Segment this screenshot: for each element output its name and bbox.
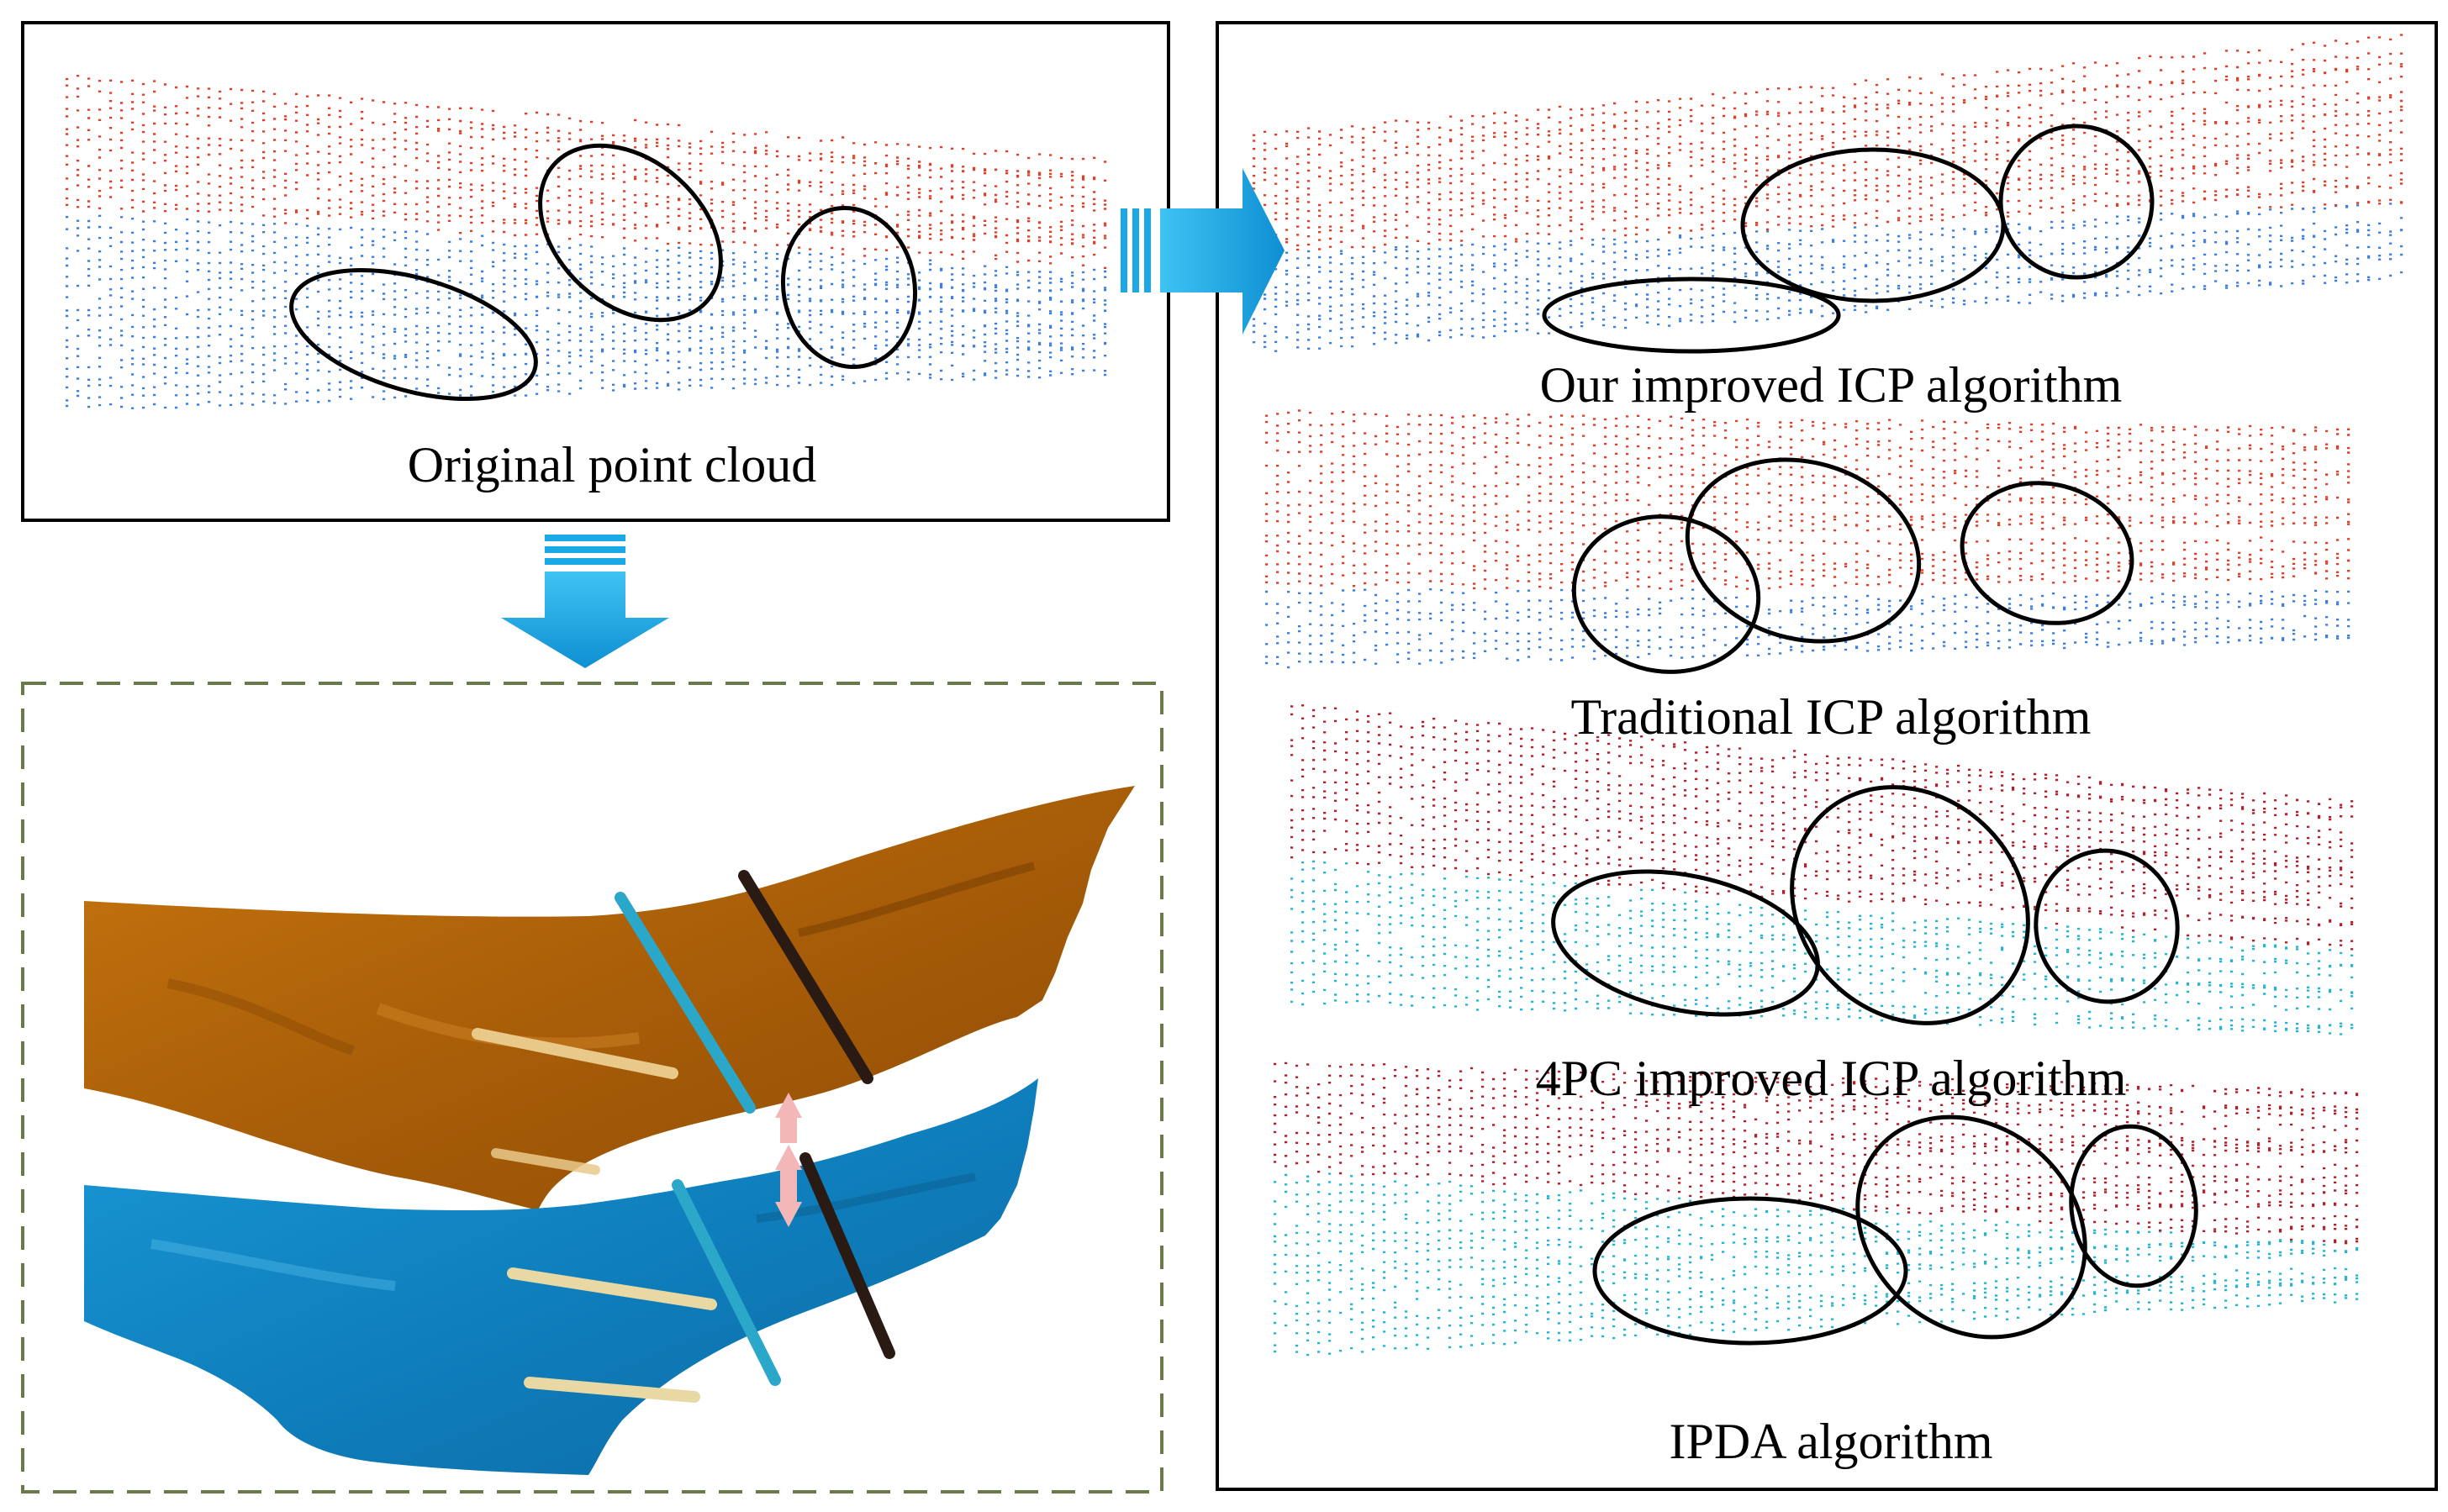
- ellipse-ipda-1: [1592, 1196, 1908, 1346]
- ellipse-markers: [289, 124, 2198, 1346]
- orange-surface-mesh: [84, 786, 1135, 1210]
- ellipse-original-3: [780, 205, 918, 370]
- cloud-ours: [1253, 34, 2403, 352]
- cloud-ours-source-points: [1253, 34, 2403, 254]
- cloud-original-target-points: [66, 214, 1107, 409]
- cloud-traditional-source-points: [1265, 409, 2350, 590]
- cloud-4pc-target-points: [1290, 860, 2354, 1035]
- cloud-traditional: [1265, 409, 2350, 669]
- ellipse-4pc-3: [2034, 848, 2180, 1004]
- ellipse-trad-2: [1685, 457, 1922, 644]
- ellipse-ours-1: [1542, 277, 1841, 354]
- cloud-original-source-points: [66, 75, 1107, 269]
- cloud-4pc: [1290, 704, 2354, 1035]
- label-traditional-icp: Traditional ICP algorithm: [1570, 689, 2092, 745]
- ellipse-trad-1: [1571, 514, 1761, 674]
- mesh-frame: [21, 682, 1163, 1494]
- ellipse-original-1: [289, 267, 538, 402]
- ellipse-trad-3: [1960, 481, 2134, 625]
- label-original-point-cloud: Original point cloud: [407, 437, 817, 493]
- cloud-original: [66, 75, 1107, 409]
- point-clouds: [66, 34, 2403, 1357]
- arrow-down-icon: [501, 535, 669, 668]
- correspondence-arrows-icon: [775, 1093, 802, 1227]
- ellipse-ours-3: [1998, 124, 2155, 280]
- ellipse-ipda-2: [1855, 1114, 2087, 1340]
- blue-surface-mesh: [84, 1078, 1038, 1475]
- ellipse-4pc-2: [1790, 785, 2030, 1025]
- label-4pc-improved-icp: 4PC improved ICP algorithm: [1535, 1051, 2127, 1106]
- ellipse-4pc-1: [1551, 869, 1820, 1017]
- results-frame: [1216, 21, 2438, 1491]
- ellipse-ipda-3: [2069, 1124, 2198, 1288]
- arrow-right-icon: [1121, 168, 1285, 335]
- label-our-improved-icp: Our improved ICP algorithm: [1539, 357, 2123, 413]
- ellipse-original-2: [538, 143, 723, 323]
- ellipse-ours-2: [1740, 147, 2006, 303]
- cloud-traditional-target-points: [1265, 588, 2350, 669]
- label-ipda: IPDA algorithm: [1669, 1414, 1993, 1469]
